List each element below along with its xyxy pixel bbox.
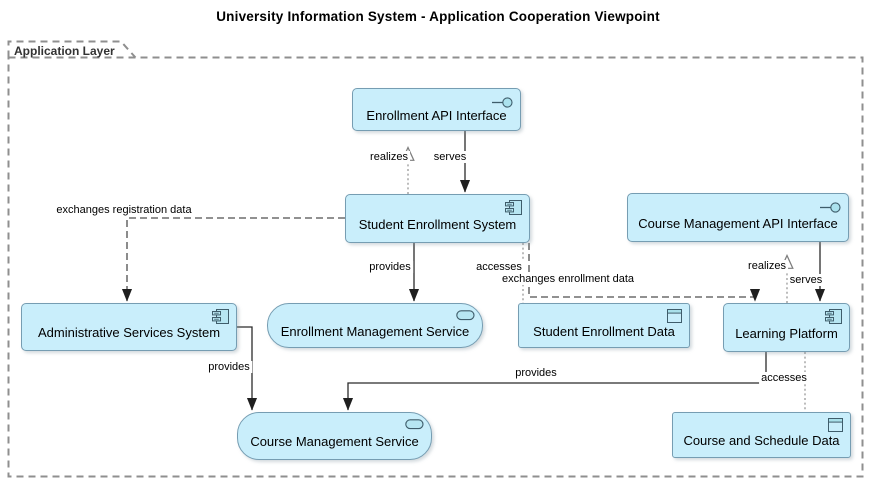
node-label-enrollment-api-interface: Enrollment API Interface — [366, 107, 507, 123]
edge-label-realizes-course-management-api: realizes — [746, 260, 788, 272]
group-border — [7, 56, 864, 478]
node-student-enrollment-data[interactable]: Student Enrollment Data — [518, 303, 690, 348]
node-label-course-management-service: Course Management Service — [250, 434, 419, 449]
edge-provides-course-management-service-learning[interactable] — [342, 352, 767, 411]
node-label-student-enrollment-system: Student Enrollment System — [358, 216, 517, 232]
edge-exchanges-registration-data[interactable] — [121, 217, 345, 302]
node-course-management-api-interface[interactable]: Course Management API Interface — [627, 193, 849, 242]
edge-label-realizes-enrollment-api: realizes — [368, 151, 410, 163]
node-label-enrollment-management-service: Enrollment Management Service — [280, 323, 470, 339]
edge-label-exchanges-enrollment-data: exchanges enrollment data — [499, 273, 637, 285]
node-label-learning-platform: Learning Platform — [735, 325, 838, 341]
node-label-student-enrollment-data: Student Enrollment Data — [533, 323, 675, 339]
node-administrative-services-system[interactable]: Administrative Services System — [21, 303, 237, 351]
edge-label-provides-course-management-service-admin: provides — [206, 361, 252, 373]
edge-label-serves-learning-platform: serves — [787, 274, 825, 286]
node-label-administrative-services-system: Administrative Services System — [37, 325, 221, 340]
edge-provides-course-management-service-admin[interactable] — [237, 326, 258, 411]
service-icon — [405, 418, 424, 431]
group-tab — [7, 40, 137, 59]
node-student-enrollment-system[interactable]: Student Enrollment System — [345, 194, 530, 243]
data-object-icon — [828, 418, 843, 432]
service-icon — [456, 309, 475, 322]
node-course-management-service[interactable]: Course Management Service — [237, 412, 432, 460]
diagram-title: University Information System - Applicat… — [216, 9, 660, 24]
edge-label-provides-enrollment-management-service: provides — [367, 261, 413, 273]
data-object-icon — [667, 309, 682, 323]
edge-label-accesses-course-and-schedule-data: accesses — [759, 372, 809, 384]
interface-icon — [492, 96, 513, 109]
node-enrollment-management-service[interactable]: Enrollment Management Service — [267, 303, 483, 348]
node-course-and-schedule-data[interactable]: Course and Schedule Data — [672, 412, 851, 458]
component-icon — [505, 200, 522, 215]
edge-label-provides-course-management-service-learning: provides — [513, 367, 559, 379]
edge-label-accesses-student-enrollment-data: accesses — [474, 261, 524, 273]
edge-exchanges-enrollment-data[interactable] — [528, 243, 761, 302]
interface-icon — [820, 201, 841, 214]
node-enrollment-api-interface[interactable]: Enrollment API Interface — [352, 88, 521, 131]
node-label-course-management-api-interface: Course Management API Interface — [638, 215, 838, 231]
edge-label-exchanges-registration-data: exchanges registration data — [54, 204, 194, 216]
edge-label-serves-student-enrollment-system: serves — [431, 151, 469, 163]
group-label: Application Layer — [14, 44, 115, 58]
node-label-course-and-schedule-data: Course and Schedule Data — [683, 433, 840, 448]
component-icon — [825, 309, 842, 324]
component-icon — [212, 309, 229, 324]
node-learning-platform[interactable]: Learning Platform — [723, 303, 850, 352]
